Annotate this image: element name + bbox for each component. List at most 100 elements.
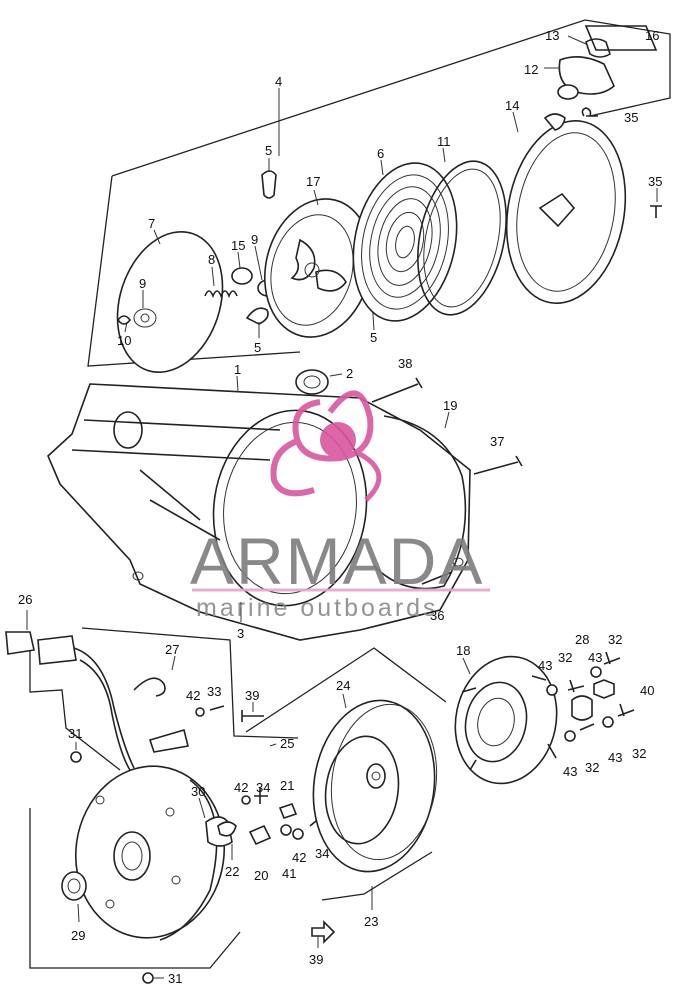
label-36: 36 bbox=[430, 608, 444, 623]
washer-42-right bbox=[292, 828, 304, 840]
label-21: 21 bbox=[280, 778, 294, 793]
label-7: 7 bbox=[148, 216, 155, 231]
pin-10 bbox=[116, 315, 132, 325]
label-29: 29 bbox=[71, 928, 85, 943]
label-20: 20 bbox=[254, 868, 268, 883]
flywheel-24 bbox=[312, 699, 438, 873]
label-5-left: 5 bbox=[254, 340, 261, 355]
watermark-title: ARMADA bbox=[190, 524, 484, 598]
bolt-35-lower bbox=[650, 205, 662, 218]
label-30: 30 bbox=[191, 784, 205, 799]
label-1: 1 bbox=[234, 362, 241, 377]
screw-39-lower bbox=[311, 920, 336, 944]
label-42-top: 42 bbox=[186, 688, 200, 703]
washer-43-b bbox=[590, 666, 602, 678]
label-10: 10 bbox=[117, 333, 131, 348]
label-43-d: 43 bbox=[608, 750, 622, 765]
condenser-22 bbox=[217, 821, 237, 837]
label-43-a: 43 bbox=[538, 658, 552, 673]
gasket-19 bbox=[373, 415, 467, 590]
label-42-left: 42 bbox=[234, 780, 248, 795]
washer-15 bbox=[231, 267, 253, 285]
spring-8 bbox=[204, 290, 238, 299]
grip-13 bbox=[585, 38, 611, 58]
wire-harness bbox=[73, 647, 135, 769]
label-17: 17 bbox=[306, 174, 320, 189]
washer-43-c bbox=[564, 730, 576, 742]
label-15: 15 bbox=[231, 238, 245, 253]
label-28: 28 bbox=[575, 632, 589, 647]
screw-21 bbox=[278, 803, 298, 819]
tag-16 bbox=[584, 25, 658, 51]
label-31-upper: 31 bbox=[68, 726, 82, 741]
clip-27 bbox=[133, 677, 166, 697]
label-3: 3 bbox=[237, 626, 244, 641]
group-outline-starter bbox=[111, 19, 671, 177]
o-ring-31-upper bbox=[70, 751, 82, 763]
label-35-lower: 35 bbox=[648, 174, 662, 189]
handle-knob bbox=[557, 84, 579, 100]
plate-28 bbox=[571, 695, 593, 721]
label-39-upper: 39 bbox=[245, 688, 259, 703]
washer-41 bbox=[280, 824, 292, 836]
bolt-32-a bbox=[567, 679, 585, 693]
screw-39-upper bbox=[241, 710, 264, 722]
label-2: 2 bbox=[346, 366, 353, 381]
oil-seal-29 bbox=[61, 871, 87, 901]
label-32-a: 32 bbox=[558, 650, 572, 665]
label-16: 16 bbox=[645, 28, 659, 43]
bolt-32-c bbox=[579, 723, 595, 731]
washer-43-d bbox=[602, 716, 614, 728]
label-5-right: 5 bbox=[370, 330, 377, 345]
watermark-subtitle: marine outboards bbox=[196, 594, 439, 622]
label-34-right: 34 bbox=[315, 846, 329, 861]
label-13: 13 bbox=[545, 28, 559, 43]
bolt-32-d bbox=[617, 703, 635, 717]
starter-cover-plate bbox=[116, 231, 224, 373]
label-42-right: 42 bbox=[292, 850, 306, 865]
label-9-right: 9 bbox=[251, 232, 258, 247]
group-outline-stator bbox=[29, 640, 121, 771]
label-19: 19 bbox=[443, 398, 457, 413]
bolt-36 bbox=[421, 571, 453, 585]
starter-handle-12 bbox=[558, 56, 615, 95]
group-outline-flywheel-bottom bbox=[321, 851, 433, 901]
label-39-lower: 39 bbox=[309, 952, 323, 967]
oil-seal-2 bbox=[295, 369, 329, 395]
screw-34-left bbox=[254, 788, 268, 804]
label-35-upper: 35 bbox=[624, 110, 638, 125]
label-37: 37 bbox=[490, 434, 504, 449]
stator-group bbox=[5, 610, 336, 984]
stator-plate bbox=[74, 765, 226, 941]
flywheel-group bbox=[245, 647, 447, 910]
pulley-18 bbox=[454, 655, 558, 785]
points-20 bbox=[248, 824, 272, 846]
label-25: 25 bbox=[280, 736, 294, 751]
armada-watermark: ARMADA marine outboards bbox=[190, 390, 490, 622]
pawl-5-bottom bbox=[245, 307, 269, 325]
recoil-spring-6 bbox=[352, 162, 458, 322]
pulley-group bbox=[454, 651, 635, 785]
bolt-37 bbox=[473, 455, 523, 475]
washer-42-top bbox=[195, 707, 205, 717]
bolt-38 bbox=[371, 377, 423, 403]
starter-rope-11 bbox=[417, 160, 507, 316]
label-31-lower: 31 bbox=[168, 971, 182, 986]
group-outline-stator-bottom bbox=[29, 808, 241, 969]
swirl-logo bbox=[270, 390, 382, 502]
label-38: 38 bbox=[398, 356, 412, 371]
starter-case-14 bbox=[505, 113, 627, 304]
o-ring-31-lower bbox=[142, 972, 154, 984]
part-number-labels: 1 2 3 4 5 5 5 6 7 8 9 9 10 11 12 13 14 1… bbox=[18, 28, 662, 986]
recoil-starter-group bbox=[87, 19, 671, 373]
label-41: 41 bbox=[282, 866, 296, 881]
group-outline-stator-right bbox=[81, 627, 299, 739]
group-outline-starter-lower bbox=[87, 175, 301, 367]
label-4: 4 bbox=[275, 74, 282, 89]
label-8: 8 bbox=[208, 252, 215, 267]
label-26: 26 bbox=[18, 592, 32, 607]
label-18: 18 bbox=[456, 643, 470, 658]
label-40: 40 bbox=[640, 683, 654, 698]
